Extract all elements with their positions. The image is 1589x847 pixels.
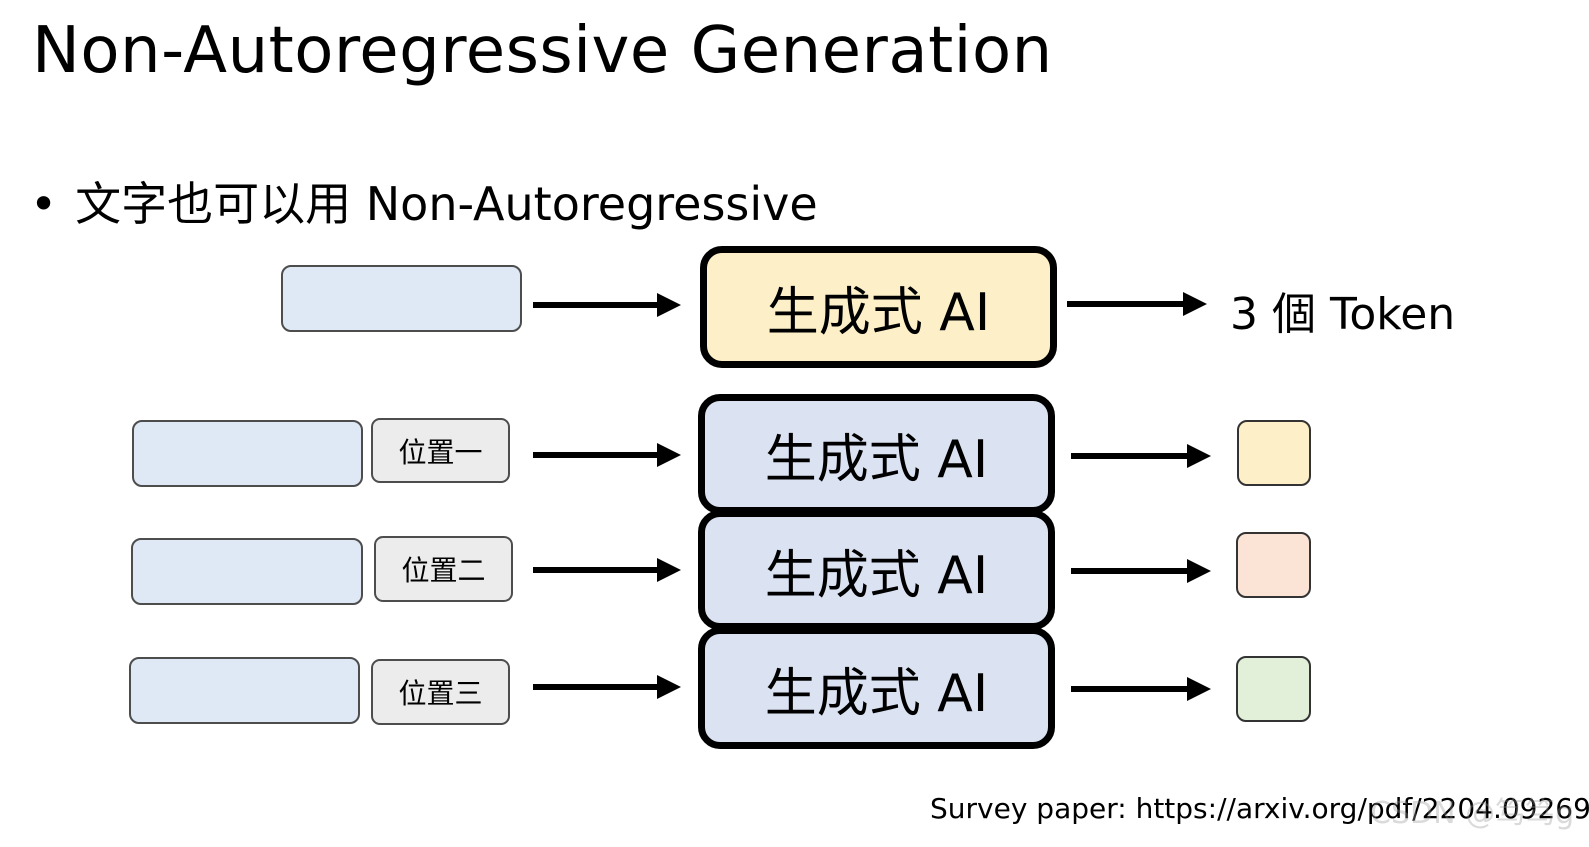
row3-output-token [1236,656,1311,722]
row3-position-label: 位置三 [398,677,483,710]
row2-position-label: 位置二 [401,554,486,587]
top-model-box: 生成式 AI [700,246,1057,368]
row1-position-label: 位置一 [398,435,483,469]
top-input-arrow [533,293,681,317]
row1-model-label: 生成式 AI [764,429,989,490]
row2-output-token [1236,532,1311,598]
bullet-text: 文字也可以用 Non-Autoregressive [75,177,818,231]
survey-paper-link[interactable]: Survey paper: https://arxiv.org/pdf/2204… [930,792,1589,825]
top-model-label: 生成式 AI [766,282,991,343]
row2-input-box [131,538,363,605]
row2-input-arrow [533,558,681,582]
bullet-dot-icon: • [30,177,58,231]
row3-input-box [129,657,360,724]
row2-position-box: 位置二 [374,536,513,602]
token-count-label: 3 個 Token [1230,289,1456,340]
row1-input-box [132,420,363,487]
row3-input-arrow [533,675,681,699]
slide-title: Non-Autoregressive Generation [32,14,1053,88]
row3-position-box: 位置三 [371,659,510,725]
top-input-box [281,265,522,332]
row1-output-token [1237,420,1311,486]
row1-position-box: 位置一 [371,418,510,483]
top-output-arrow [1067,292,1207,316]
row3-model-box: 生成式 AI [698,627,1055,749]
row3-model-label: 生成式 AI [764,663,989,724]
bullet-point: • 文字也可以用 Non-Autoregressive [30,168,818,234]
row3-output-arrow [1071,677,1211,701]
row1-model-box: 生成式 AI [698,394,1055,514]
row1-output-arrow [1071,444,1211,468]
row2-model-label: 生成式 AI [764,545,989,606]
watermark: CSDN @笃笃g [1370,796,1575,831]
row2-output-arrow [1071,559,1211,583]
row1-input-arrow [533,443,681,467]
row2-model-box: 生成式 AI [698,510,1055,630]
